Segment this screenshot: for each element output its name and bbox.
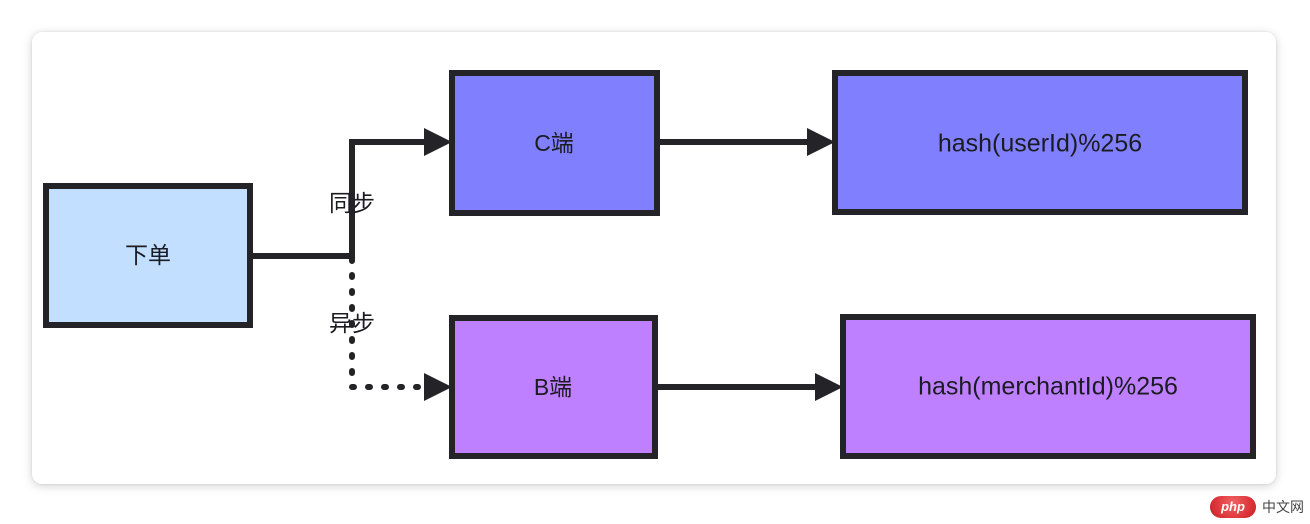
- node-b-side[interactable]: B端: [449, 315, 658, 459]
- node-order[interactable]: 下单: [43, 183, 253, 328]
- edge-label-async: 异步: [329, 310, 375, 336]
- node-c-side[interactable]: C端: [449, 70, 660, 216]
- node-c-side-box[interactable]: [449, 70, 660, 216]
- watermark: php 中文网: [1210, 496, 1304, 518]
- node-b-side-label: B端: [534, 374, 572, 400]
- node-hash-merchantid[interactable]: hash(merchantId)%256: [840, 314, 1256, 459]
- edge-order-to-c-side-arrowhead: [424, 128, 452, 156]
- node-hash-userid[interactable]: hash(userId)%256: [832, 70, 1248, 215]
- edge-label-sync: 同步: [329, 190, 375, 216]
- edge-order-to-c-side-line: [250, 139, 424, 259]
- edge-order-to-c-side: 同步: [250, 128, 452, 259]
- node-hash-userid-box[interactable]: [832, 70, 1248, 215]
- edge-order-to-b-side: 异步: [329, 256, 452, 401]
- node-hash-merchantid-box[interactable]: [840, 314, 1256, 459]
- node-hash-userid-label: hash(userId)%256: [938, 130, 1142, 158]
- edge-c-side-to-hash-userid-arrowhead: [807, 128, 835, 156]
- node-b-side-box[interactable]: [449, 315, 658, 459]
- node-order-box[interactable]: [43, 183, 253, 328]
- node-hash-merchantid-label: hash(merchantId)%256: [918, 373, 1178, 401]
- php-logo-icon: php: [1210, 496, 1256, 518]
- edge-c-side-to-hash-userid: [657, 128, 835, 156]
- watermark-text: 中文网: [1262, 499, 1304, 515]
- node-c-side-label: C端: [534, 130, 574, 156]
- node-order-label: 下单: [125, 242, 171, 268]
- edge-b-side-to-hash-merchantid: [655, 373, 843, 401]
- edge-b-side-to-hash-merchantid-arrowhead: [815, 373, 843, 401]
- edge-order-to-b-side-line: [349, 256, 427, 390]
- edge-order-to-b-side-arrowhead: [424, 373, 452, 401]
